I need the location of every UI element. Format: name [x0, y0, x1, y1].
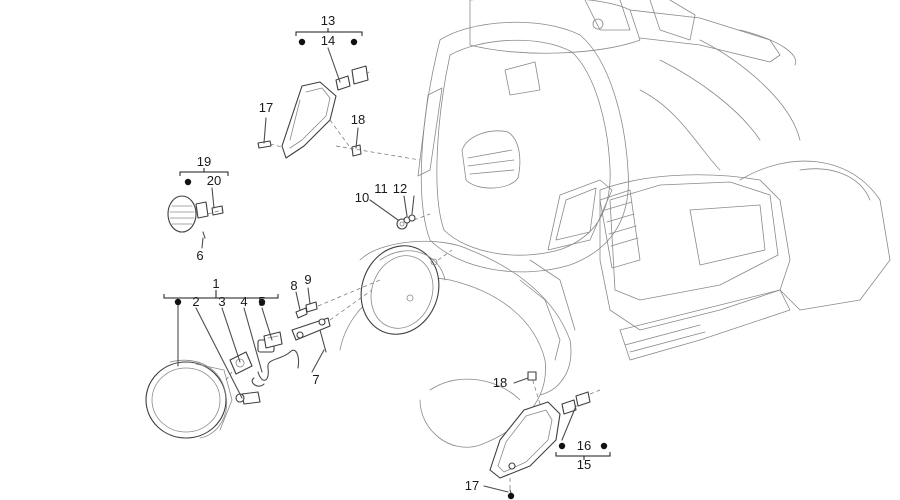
- headlight-unit: [145, 359, 233, 439]
- bulb-14: [335, 65, 369, 91]
- scooter-body-outline: [339, 0, 891, 448]
- bracket-7: [291, 317, 331, 353]
- assembly-lines: [207, 69, 601, 490]
- screw-17a: [257, 140, 272, 149]
- label-17-upper: 17: [259, 100, 273, 115]
- dot-17b: [507, 492, 515, 500]
- bulb-16: [561, 391, 591, 415]
- label-19: 19: [197, 154, 211, 169]
- leader-lines: [177, 47, 577, 493]
- nut-18a: [351, 144, 362, 157]
- label-14: 14: [321, 33, 335, 48]
- label-4: 4: [240, 294, 247, 309]
- label-16: 16: [577, 438, 591, 453]
- group-bracket-19: [179, 168, 229, 186]
- label-12: 12: [393, 181, 407, 196]
- nut-12: [408, 214, 416, 222]
- label-17-lower: 17: [465, 478, 479, 493]
- label-10: 10: [355, 190, 369, 205]
- label-11: 11: [374, 181, 388, 196]
- label-1: 1: [212, 276, 219, 291]
- group-bracket-13: [295, 28, 363, 46]
- connector-5: [263, 331, 283, 349]
- nut-18b: [527, 371, 537, 381]
- label-18-upper: 18: [351, 112, 365, 127]
- label-13: 13: [321, 13, 335, 28]
- label-20: 20: [207, 173, 221, 188]
- part-number-labels: 1 2 3 4 5 6 7 8 9 10 11 12 13 14 15 16 1…: [192, 13, 591, 493]
- label-15: 15: [577, 457, 591, 472]
- label-7: 7: [312, 372, 319, 387]
- group-bracket-15: [555, 442, 611, 460]
- label-8: 8: [290, 278, 297, 293]
- label-2: 2: [192, 294, 199, 309]
- nut-9: [305, 301, 318, 313]
- label-9: 9: [304, 272, 311, 287]
- screw-6: [202, 231, 206, 239]
- label-5: 5: [258, 294, 265, 309]
- label-6: 6: [196, 248, 203, 263]
- bulb-20: [211, 205, 224, 216]
- label-3: 3: [218, 294, 225, 309]
- round-lamp-19: [167, 195, 209, 233]
- turn-signal-upper-13: [281, 81, 337, 159]
- turn-signal-lower-15: [489, 401, 561, 479]
- bulb-socket-3: [229, 351, 253, 375]
- label-18-lower: 18: [493, 375, 507, 390]
- headlamp-housing: [360, 245, 446, 335]
- group-bracket-1: [163, 290, 279, 306]
- screw-8: [295, 307, 308, 319]
